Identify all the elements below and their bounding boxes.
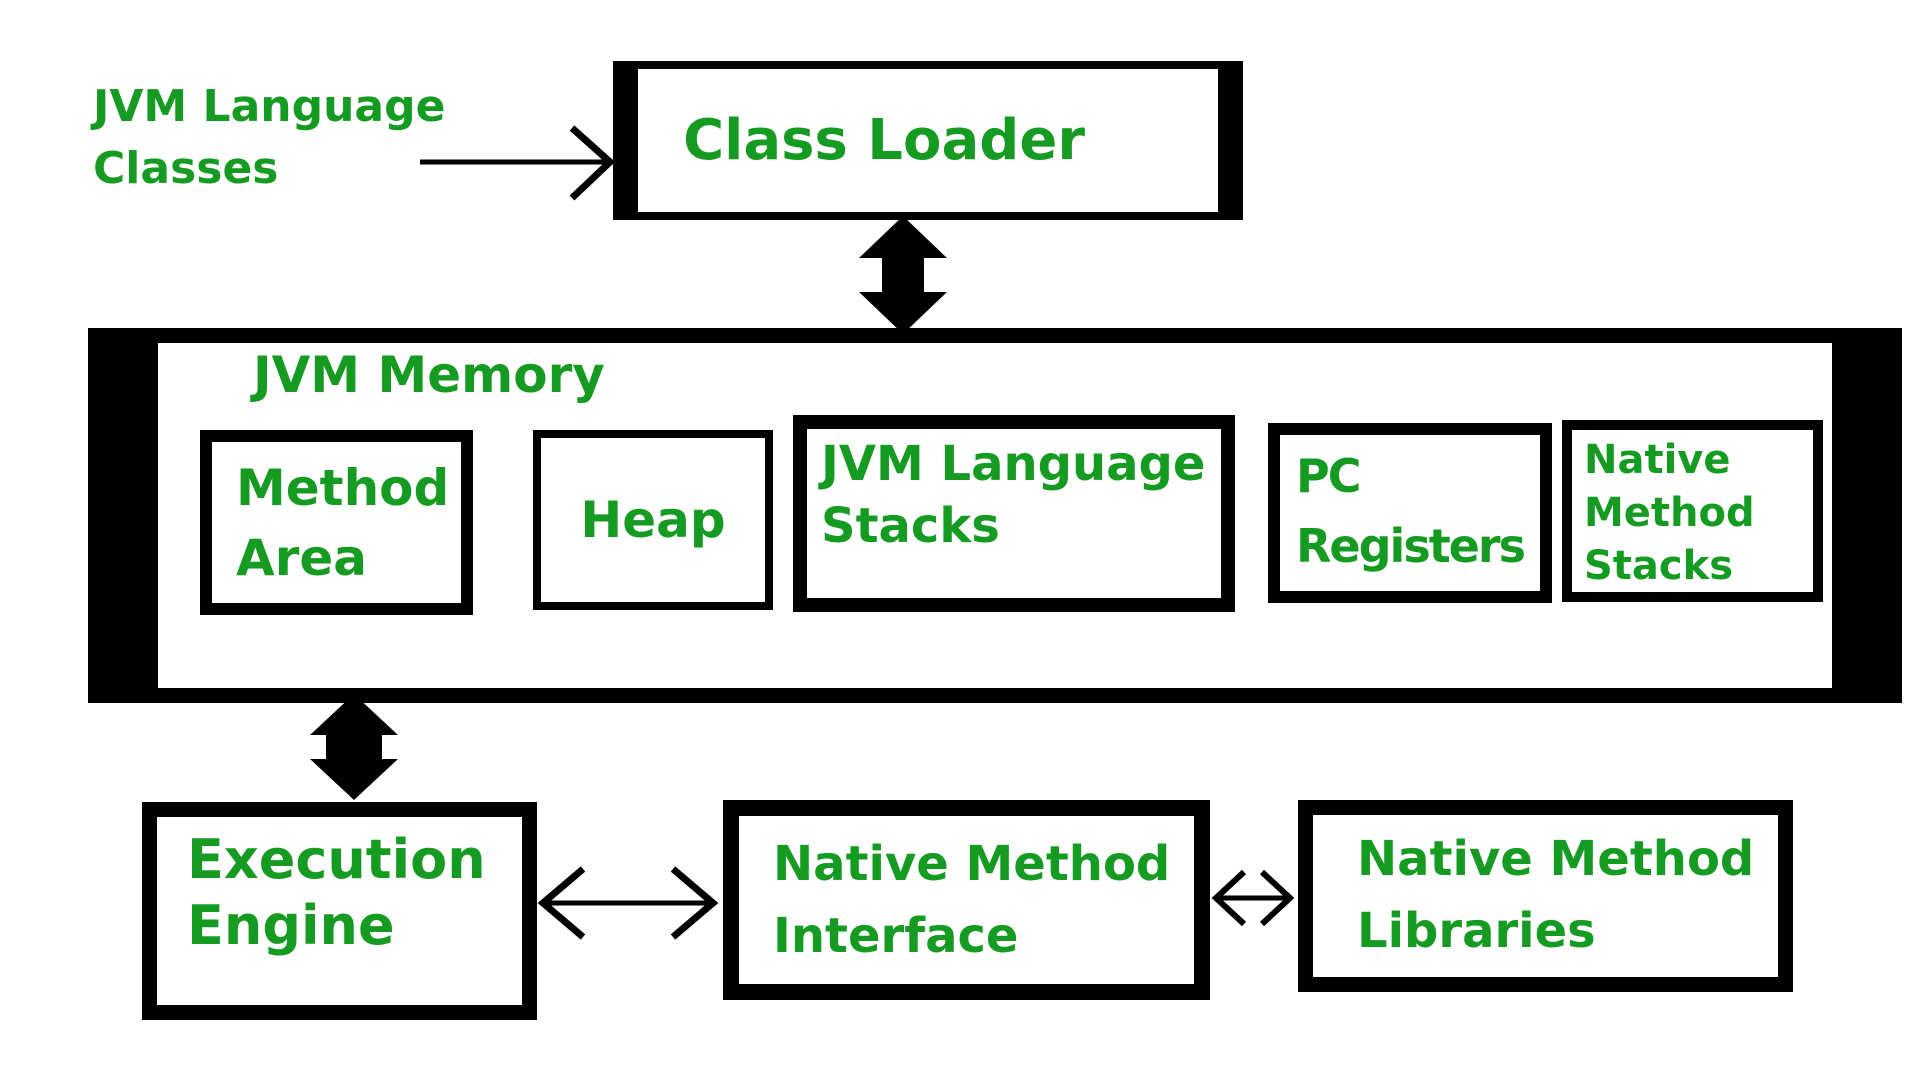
native-method-libraries-label: Native Method Libraries <box>1357 831 1755 959</box>
double-arrow-nmi-nml-icon <box>1211 869 1295 927</box>
heap-label: Heap <box>580 491 726 549</box>
native-method-interface-label: Native Method Interface <box>773 836 1171 964</box>
heap-box: Heap <box>533 430 773 610</box>
native-method-interface-box: Native Method Interface <box>723 800 1210 1000</box>
class-loader-box: Class Loader <box>613 61 1243 220</box>
jvm-language-classes-label: JVM Language Classes <box>93 81 446 194</box>
double-arrow-execution-engine-nmi-icon <box>537 866 719 940</box>
native-method-stacks-label: Native Method Stacks <box>1584 437 1755 589</box>
class-loader-label: Class Loader <box>683 108 1085 173</box>
pc-registers-box: PC Registers <box>1268 423 1552 603</box>
method-area-box: Method Area <box>200 430 473 615</box>
double-arrow-class-loader-jvm-memory-icon <box>859 216 947 334</box>
execution-engine-label: Execution Engine <box>187 828 486 957</box>
jvm-memory-label: JVM Memory <box>253 346 605 404</box>
jvm-language-stacks-box: JVM Language Stacks <box>793 415 1235 612</box>
jvm-language-stacks-label: JVM Language Stacks <box>821 436 1206 554</box>
native-method-libraries-box: Native Method Libraries <box>1298 800 1793 992</box>
execution-engine-box: Execution Engine <box>142 802 537 1020</box>
native-method-stacks-box: Native Method Stacks <box>1562 420 1823 602</box>
double-arrow-jvm-memory-execution-engine-icon <box>310 694 398 800</box>
pc-registers-label: PC Registers <box>1296 449 1526 573</box>
method-area-label: Method Area <box>236 458 450 587</box>
